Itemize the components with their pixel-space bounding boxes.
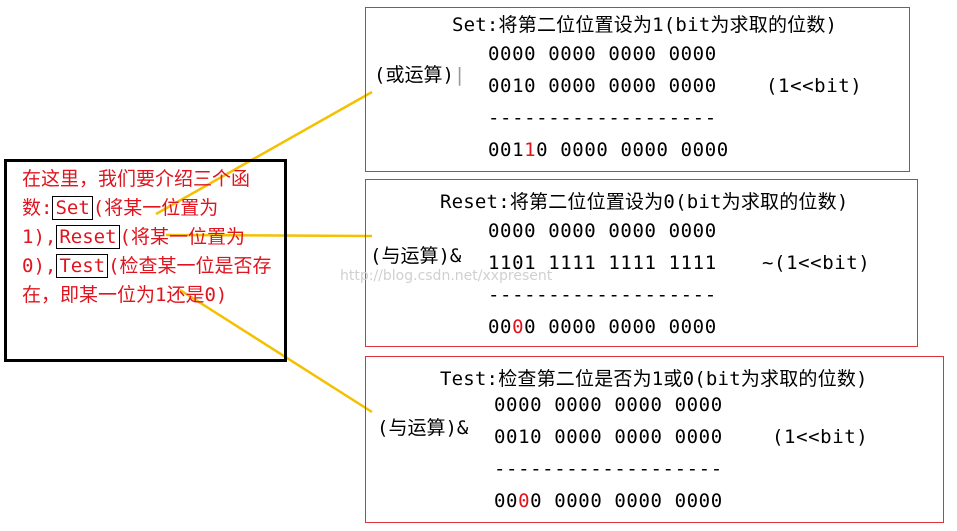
test-operator-symbol: & bbox=[456, 417, 469, 439]
watermark: http://blog.csdn.net/xxpresent bbox=[340, 268, 553, 284]
reset-operator-label: (与运算) bbox=[370, 245, 450, 267]
connector-set bbox=[155, 90, 373, 216]
test-result-changed-bit: 0 bbox=[518, 490, 531, 512]
reset-panel bbox=[365, 179, 918, 347]
intro-after-test: (检查某一位是否存在，即某一位为1还是0) bbox=[22, 255, 272, 306]
set-operand-2: 0010 0000 0000 0000 bbox=[488, 75, 717, 97]
reset-result-suffix: 0 0000 0000 0000 bbox=[524, 316, 717, 338]
test-function-label: Test bbox=[56, 254, 109, 278]
set-result-changed-bit: 1 bbox=[524, 139, 537, 161]
intro-before-set: 在这里，我们要介绍三个函数: bbox=[22, 168, 251, 219]
reset-operand-2: 1101 1111 1111 1111 bbox=[488, 252, 717, 274]
set-result: 00110 0000 0000 0000 bbox=[488, 139, 729, 161]
set-operator-label: (或运算) bbox=[374, 64, 454, 86]
connector-test bbox=[179, 288, 373, 414]
test-divider: ------------------- bbox=[494, 458, 723, 480]
intro-box bbox=[4, 159, 287, 362]
set-panel bbox=[365, 7, 910, 172]
set-result-suffix: 0 0000 0000 0000 bbox=[536, 139, 729, 161]
set-operator-symbol: | bbox=[453, 64, 466, 86]
reset-result: 0000 0000 0000 0000 bbox=[488, 316, 717, 338]
reset-panel-operator: (与运算)& bbox=[370, 241, 461, 268]
reset-panel-title: Reset:将第二位位置设为0(bit为求取的位数) bbox=[440, 191, 849, 213]
connector-reset bbox=[165, 233, 373, 238]
set-panel-title: Set:将第二位位置设为1(bit为求取的位数) bbox=[452, 14, 838, 36]
test-operand-1: 0000 0000 0000 0000 bbox=[494, 394, 723, 416]
test-panel-title: Test:检查第二位是否为1或0(bit为求取的位数) bbox=[440, 368, 868, 390]
set-divider: ------------------- bbox=[488, 107, 717, 129]
test-result-suffix: 0 0000 0000 0000 bbox=[530, 490, 723, 512]
reset-result-prefix: 00 bbox=[488, 316, 513, 338]
test-panel bbox=[365, 356, 944, 523]
set-mask-expr: (1<<bit) bbox=[766, 75, 863, 97]
reset-function-label: Reset bbox=[56, 225, 120, 249]
reset-result-changed-bit: 0 bbox=[512, 316, 525, 338]
set-operand-1: 0000 0000 0000 0000 bbox=[488, 43, 717, 65]
set-panel-operator: (或运算)| bbox=[374, 60, 465, 87]
test-operator-label: (与运算) bbox=[377, 417, 457, 439]
test-operand-2: 0010 0000 0000 0000 bbox=[494, 426, 723, 448]
test-result: 0000 0000 0000 0000 bbox=[494, 490, 723, 512]
reset-operand-1: 0000 0000 0000 0000 bbox=[488, 220, 717, 242]
reset-operator-symbol: & bbox=[449, 245, 462, 267]
set-function-label: Set bbox=[52, 196, 93, 220]
set-result-prefix: 001 bbox=[488, 139, 525, 161]
test-result-prefix: 00 bbox=[494, 490, 519, 512]
reset-mask-expr: ~(1<<bit) bbox=[762, 252, 871, 274]
test-panel-operator: (与运算)& bbox=[377, 413, 468, 440]
intro-after-reset: (将某一位置为0), bbox=[22, 226, 245, 277]
test-mask-expr: (1<<bit) bbox=[772, 426, 869, 448]
reset-divider: ------------------- bbox=[488, 284, 717, 306]
intro-text: 在这里，我们要介绍三个函数:Set(将某一位置为1),Reset(将某一位置为0… bbox=[22, 165, 284, 310]
intro-after-set: (将某一位置为1), bbox=[22, 197, 219, 248]
